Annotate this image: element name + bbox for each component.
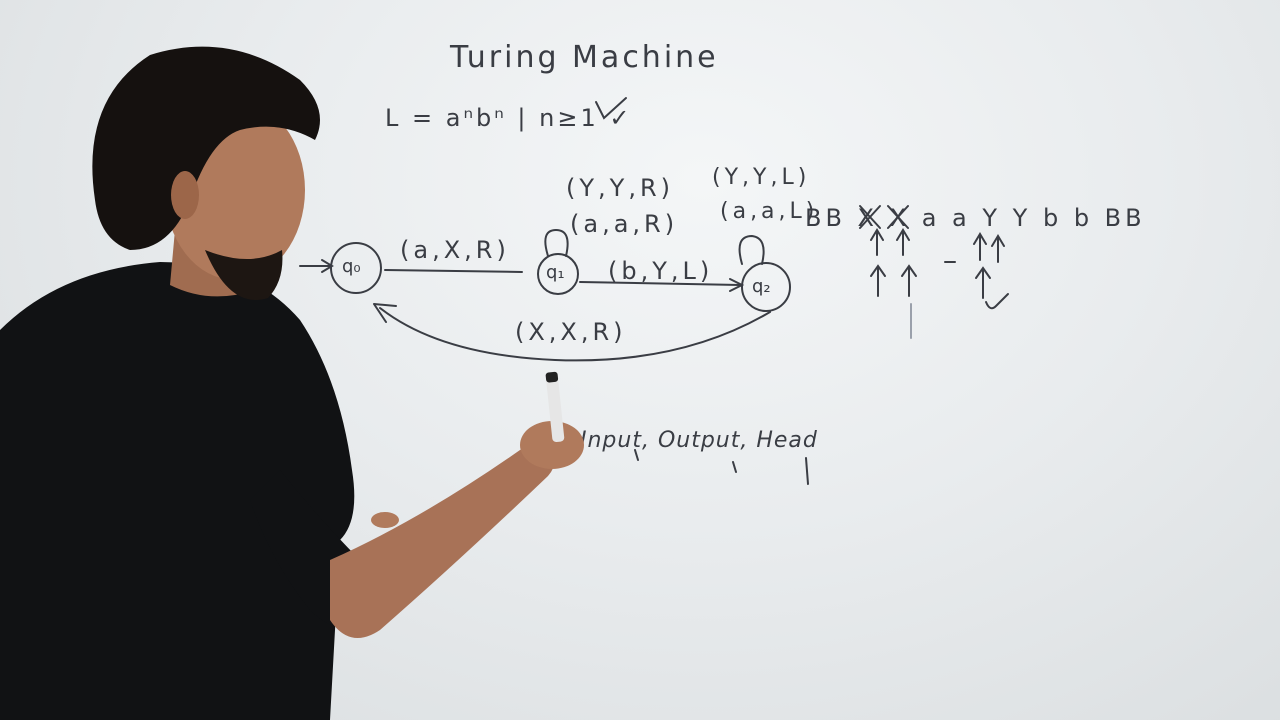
state-q1-circle	[537, 253, 579, 295]
tape-cross-2	[887, 205, 909, 229]
presenter-hair	[92, 46, 321, 251]
language-definition: L = aⁿbⁿ | n≥1 ✓	[385, 104, 633, 132]
loop-q1	[544, 228, 569, 257]
state-q2-label: q₂	[752, 276, 771, 297]
tape-scribble	[985, 293, 1009, 310]
legend-text: Input, Output, Head	[580, 428, 818, 453]
tape-contents: BB X X a a Y Y b b BB	[805, 204, 1146, 232]
edge-q0-q1	[384, 269, 523, 273]
transition-q2-q0: (X,X,R)	[515, 318, 627, 346]
edge-q1-q2-head	[729, 278, 745, 292]
head-arrow-7	[975, 266, 991, 299]
presenter-shirt	[0, 262, 355, 720]
state-q0-label: q₀	[342, 256, 361, 277]
presenter-ear	[171, 171, 199, 219]
head-arrow-1	[870, 228, 884, 256]
head-arrow-4	[991, 234, 1005, 263]
head-arrow-2	[896, 228, 910, 256]
edge-q2-q0-head	[373, 303, 397, 323]
tape-cross-1	[859, 205, 881, 229]
head-arrow-3	[973, 232, 987, 261]
state-q2-circle	[741, 262, 791, 312]
marker	[545, 371, 565, 443]
check-mark	[595, 97, 627, 120]
presenter-other-hand	[371, 512, 399, 528]
transition-q0-q1: (a,X,R)	[400, 236, 510, 264]
board-title: Turing Machine	[450, 40, 719, 75]
state-q0-circle	[330, 242, 382, 294]
loop-q2-top: (Y,Y,L)	[712, 165, 811, 190]
head-arrow-5	[870, 264, 886, 297]
legend-commas	[634, 449, 809, 485]
edge-q2-q0	[379, 307, 771, 362]
loop-q1-top: (Y,Y,R)	[566, 174, 674, 202]
presenter-beard	[205, 250, 283, 300]
transition-q1-q2: (b,Y,L)	[608, 257, 714, 285]
marker-tip	[545, 371, 559, 383]
presenter-hand	[520, 421, 584, 469]
loop-q2	[738, 234, 765, 265]
edge-q1-q2	[579, 281, 741, 286]
loop-q2-bottom: (a,a,L)	[720, 199, 819, 224]
head-arrow-6	[901, 264, 917, 297]
loop-q1-bottom: (a,a,R)	[570, 210, 679, 238]
presenter-forearm	[330, 443, 556, 638]
state-q1-label: q₁	[546, 262, 565, 283]
